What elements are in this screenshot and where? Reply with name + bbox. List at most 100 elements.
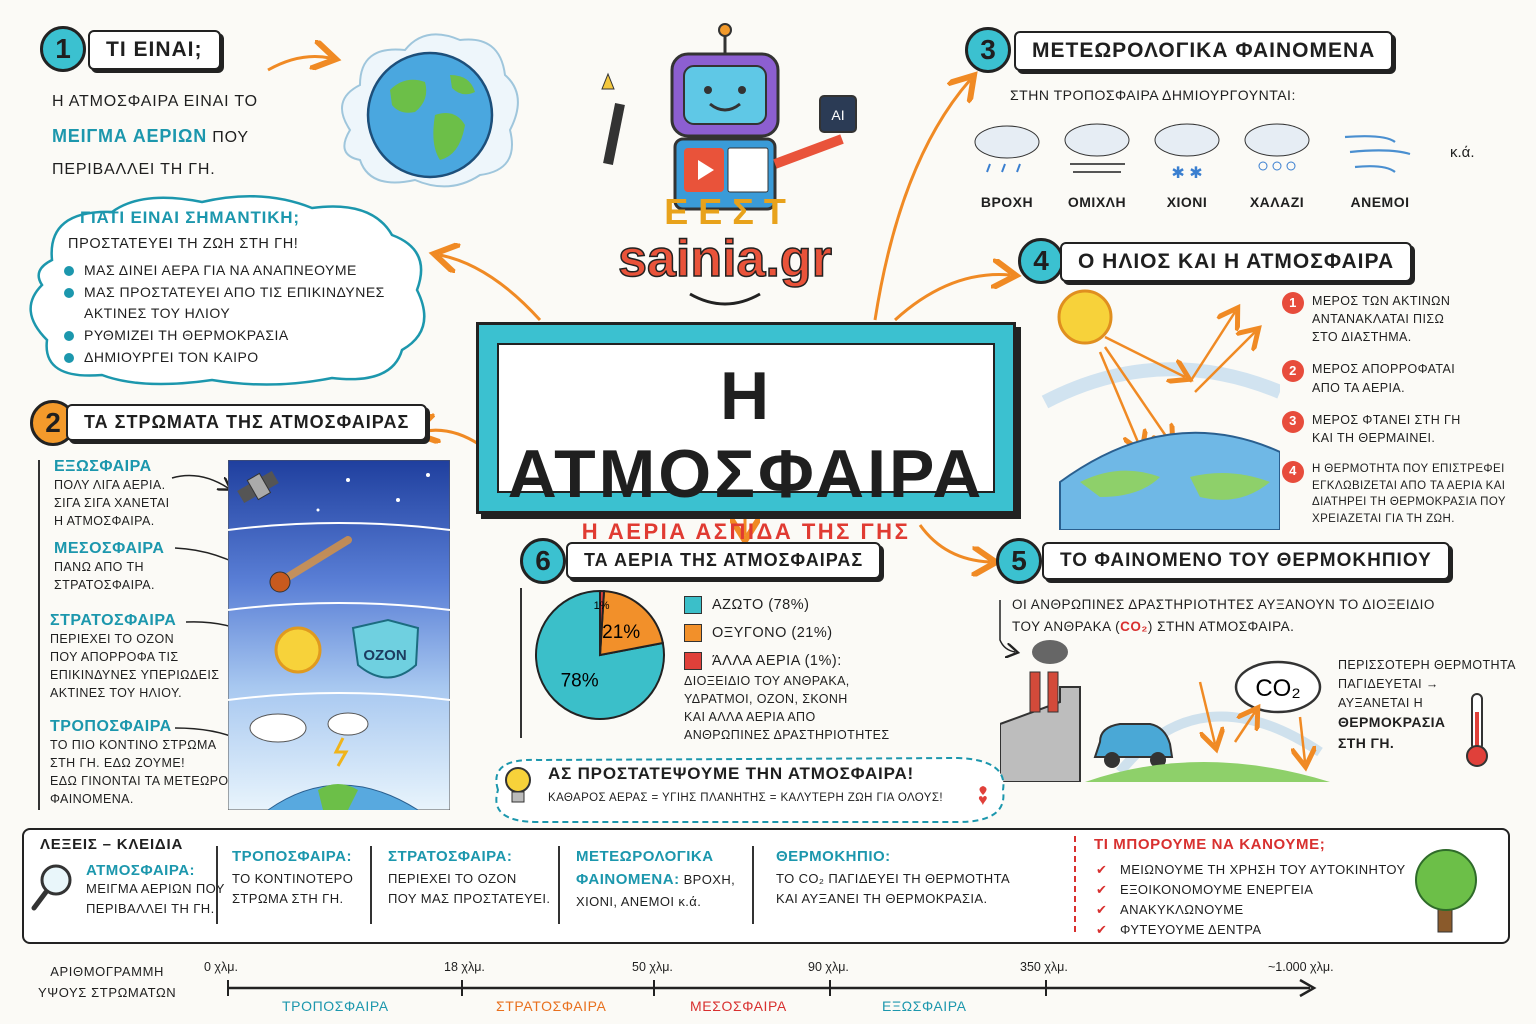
legend-item: ΑΖΩΤΟ (78%) (684, 596, 890, 614)
action-item: ΑΝΑΚΥΚΛΩΝΟΥΜΕ (1096, 900, 1406, 920)
wind-icon (1344, 135, 1411, 173)
other-gases-desc: ΔΙΟΞΕΙΔΙΟ ΤΟΥ ΑΝΘΡΑΚΑ,ΥΔΡΑΤΜΟΙ, ΟΖΟΝ, ΣΚ… (684, 674, 890, 743)
why-item: ΜΑΣ ΠΡΟΣΤΑΤΕΥΕΙ ΑΠΟ ΤΙΣ ΕΠΙΚΙΝΔΥΝΕΣ ΑΚΤΙ… (62, 282, 412, 325)
car-icon (1093, 723, 1174, 758)
gases-pie-chart: 78%21%1% (535, 589, 665, 720)
pie-slice (599, 589, 606, 656)
segment-label: ΕΞΩΣΦΑΙΡΑ (882, 998, 967, 1014)
s6-bracket (520, 588, 522, 738)
svg-text:✱ ✱: ✱ ✱ (1171, 165, 1202, 182)
keywords-heading: ΛΕΞΕΙΣ – ΚΛΕΙΔΙΑ (40, 836, 184, 853)
keyword-weather: ΜΕΤΕΩΡΟΛΟΓΙΚΑ ΦΑΙΝΟΜΕΝΑ: ΒΡΟΧΗ, ΧΙΟΝΙ, Α… (576, 848, 736, 909)
protect-cloud-shape (495, 756, 1005, 823)
pie-slice (598, 590, 665, 657)
title-frame: Η ΑΤΜΟΣΦΑΙΡΑ Η ΑΕΡΙΑ ΑΣΠΙΔΑ ΤΗΣ ΓΗΣ (476, 322, 1016, 544)
greenhouse-illustration: CO₂ (1000, 640, 1330, 782)
action-item: ΦΥΤΕΥΟΥΜΕ ΔΕΝΤΡΑ (1096, 920, 1406, 940)
legend-label: ΟΞΥΓΟΝΟ (21%) (712, 625, 833, 641)
actions-list: ΜΕΙΩΝΟΥΜΕ ΤΗ ΧΡΗΣΗ ΤΟΥ ΑΥΤΟΚΙΝΗΤΟΥ ΕΞΟΙΚ… (1096, 860, 1406, 941)
legend-label: ΑΖΩΤΟ (78%) (712, 597, 810, 613)
why-intro: ΠΡΟΣΤΑΤΕΥΕΙ ΤΗ ΖΩΗ ΣΤΗ ΓΗ! (68, 236, 299, 252)
s1-highlight: ΜΕΙΓΜΑ ΑΕΡΙΩΝ (52, 126, 207, 146)
weather-label: ΑΝΕΜΟΙ (1350, 194, 1410, 210)
legend-item: ΆΛΛΑ ΑΕΡΙΑ (1%): (684, 652, 890, 670)
protect-heading: ΑΣ ΠΡΟΣΤΑΤΕΨΟΥΜΕ ΤΗΝ ΑΤΜΟΣΦΑΙΡΑ! (548, 764, 914, 783)
s5-text: ΟΙ ΑΝΘΡΩΠΙΝΕΣ ΔΡΑΣΤΗΡΙΟΤΗΤΕΣ ΑΥΞΑΝΟΥΝ ΤΟ… (1012, 594, 1435, 637)
section-4-number: 4 (1018, 238, 1064, 284)
pie-label: 21% (602, 622, 640, 643)
section-6-number: 6 (520, 538, 566, 584)
snow-cloud-icon: ✱ ✱ (1154, 123, 1220, 182)
why-item: ΔΗΜΙΟΥΡΓΕΙ ΤΟΝ ΚΑΙΡΟ (62, 347, 412, 369)
section-5-number: 5 (996, 538, 1042, 584)
actions-heading: ΤΙ ΜΠΟΡΟΥΜΕ ΝΑ ΚΑΝΟΥΜΕ; (1094, 836, 1326, 853)
layer-exosphere: ΕΞΩΣΦΑΙΡΑ ΠΟΛΥ ΛΙΓΑ ΑΕΡΙΑ.ΣΙΓΑ ΣΙΓΑ ΧΑΝΕ… (54, 458, 169, 530)
lightbulb-icon (505, 767, 531, 803)
heart-icon: ♥ (978, 792, 988, 809)
legend-label: ΆΛΛΑ ΑΕΡΙΑ (1%): (712, 653, 842, 669)
s1-line2-tail: ΠΟΥ (212, 129, 249, 146)
robot-logo-illustration: AI Ε Ε Σ Τ sainia.gr (601, 23, 857, 306)
ai-chip-label: AI (831, 107, 844, 123)
sun-icon (1057, 289, 1113, 345)
title-inner: Η ΑΤΜΟΣΦΑΙΡΑ Η ΑΕΡΙΑ ΑΣΠΙΔΑ ΤΗΣ ΓΗΣ (497, 343, 995, 544)
why-heading: ΓΙΑΤΙ ΕΙΝΑΙ ΣΗΜΑΝΤΙΚΗ; (80, 208, 300, 228)
factory-icon (1000, 686, 1081, 782)
meteor-icon (269, 536, 352, 593)
layer-name: ΕΞΩΣΦΑΙΡΑ (54, 458, 152, 475)
weather-etc: κ.ά. (1450, 144, 1475, 161)
sun-atmosphere-illustration (1041, 289, 1280, 530)
section-1-text: Η ΑΤΜΟΣΦΑΙΡΑ ΕΙΝΑΙ ΤΟ ΜΕΙΓΜΑ ΑΕΡΙΩΝ ΠΟΥ … (52, 86, 258, 186)
co2-cloud-label: CO₂ (1255, 675, 1300, 702)
legend-item: ΟΞΥΓΟΝΟ (21%) (684, 624, 890, 642)
weather-label: ΟΜΙΧΛΗ (1067, 194, 1127, 210)
atmosphere-layers-illustration: OZON (228, 460, 450, 810)
sun-icon (274, 626, 322, 674)
storm-cloud-icon (249, 712, 369, 767)
s3-intro: ΣΤΗΝ ΤΡΟΠΟΣΦΑΙΡΑ ΔΗΜΙΟΥΡΓΟΥΝΤΑΙ: (1010, 87, 1296, 103)
keyword-greenhouse: ΘΕΡΜΟΚΗΠΙΟ: ΤΟ CO₂ ΠΑΓΙΔΕΥΕΙ ΤΗ ΘΕΡΜΟΤΗΤ… (776, 848, 1011, 906)
why-heading-text: ΓΙΑΤΙ ΕΙΝΑΙ ΣΗΜΑΝΤΙΚΗ; (80, 208, 300, 227)
tick-label: ~1.000 χλμ. (1268, 960, 1334, 974)
earth-icon (366, 51, 494, 179)
action-item: ΕΞΟΙΚΟΝΟΜΟΥΜΕ ΕΝΕΡΓΕΙΑ (1096, 880, 1406, 900)
layer-name: ΜΕΣΟΣΦΑΙΡΑ (54, 540, 165, 557)
satellite-icon (237, 470, 279, 504)
why-item: ΜΑΣ ΔΙΝΕΙ ΑΕΡΑ ΓΙΑ ΝΑ ΑΝΑΠΝΕΟΥΜΕ (62, 260, 412, 282)
hail-cloud-icon (1244, 123, 1310, 171)
ozone-shield-icon: OZON (351, 618, 420, 679)
action-item: ΜΕΙΩΝΟΥΜΕ ΤΗ ΧΡΗΣΗ ΤΟΥ ΑΥΤΟΚΙΝΗΤΟΥ (1096, 860, 1406, 880)
section-2-heading: ΤΑ ΣΤΡΩΜΑΤΑ ΤΗΣ ΑΤΜΟΣΦΑΙΡΑΣ (66, 404, 428, 441)
tick-label: 50 χλμ. (632, 960, 673, 974)
tick-label: 0 χλμ. (204, 960, 238, 974)
earth-cloud-illustration (341, 33, 519, 188)
magnifier-icon (31, 864, 72, 911)
layers-bracket (38, 460, 40, 810)
legend-swatch (684, 652, 702, 670)
main-title: Η ΑΤΜΟΣΦΑΙΡΑ (507, 358, 985, 512)
divider (216, 846, 218, 924)
fog-cloud-icon (1064, 123, 1130, 173)
weather-label: ΒΡΟΧΗ (980, 194, 1034, 210)
pie-legend: ΑΖΩΤΟ (78%) ΟΞΥΓΟΝΟ (21%) ΆΛΛΑ ΑΕΡΙΑ (1%… (684, 596, 890, 745)
why-item: ΡΥΘΜΙΖΕΙ ΤΗ ΘΕΡΜΟΚΡΑΣΙΑ (62, 325, 412, 347)
tick-label: 18 χλμ. (444, 960, 485, 974)
protect-sub: ΚΑΘΑΡΟΣ ΑΕΡΑΣ = ΥΓΙΗΣ ΠΛΑΝΗΤΗΣ = ΚΑΛΥΤΕΡ… (548, 792, 943, 804)
altitude-number-line (227, 978, 1317, 998)
tick-label: 350 χλμ. (1020, 960, 1068, 974)
